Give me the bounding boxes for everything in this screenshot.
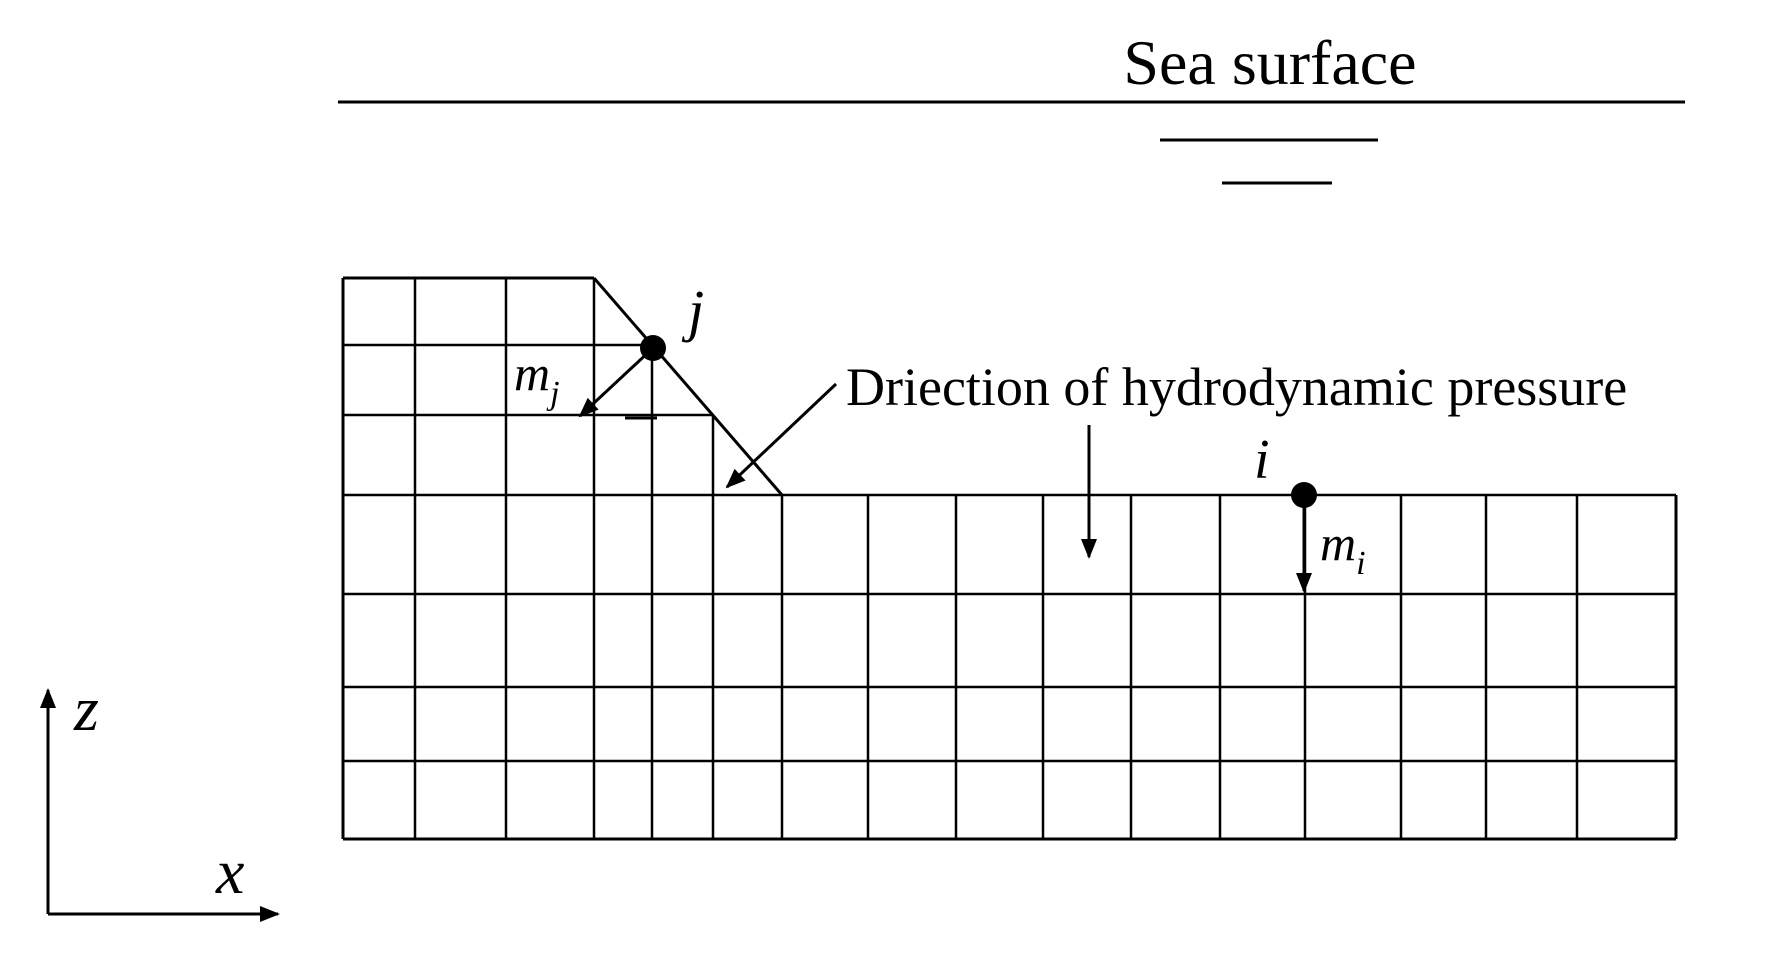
node-i-label: i bbox=[1254, 429, 1270, 491]
node-j-label: j bbox=[681, 278, 704, 343]
sloped-boundary bbox=[592, 277, 784, 496]
normal-i-subscript: i bbox=[1356, 545, 1365, 582]
normal-j-subscript: j bbox=[546, 375, 559, 412]
sea-surface-label: Sea surface bbox=[1123, 27, 1416, 98]
fluid-mesh bbox=[341, 276, 1678, 841]
direction-label: Driection of hydrodynamic pressure bbox=[846, 357, 1627, 417]
normal-i-label: mi bbox=[1320, 515, 1366, 582]
normal-i-base: m bbox=[1320, 515, 1356, 571]
z-axis-label: z bbox=[73, 673, 99, 744]
normal-j-label: mj bbox=[514, 345, 560, 412]
normal-j-arrow bbox=[578, 346, 655, 418]
x-axis-label: x bbox=[215, 836, 244, 907]
normal-j-base: m bbox=[514, 345, 550, 401]
pressure-arrow-slope bbox=[725, 382, 838, 489]
